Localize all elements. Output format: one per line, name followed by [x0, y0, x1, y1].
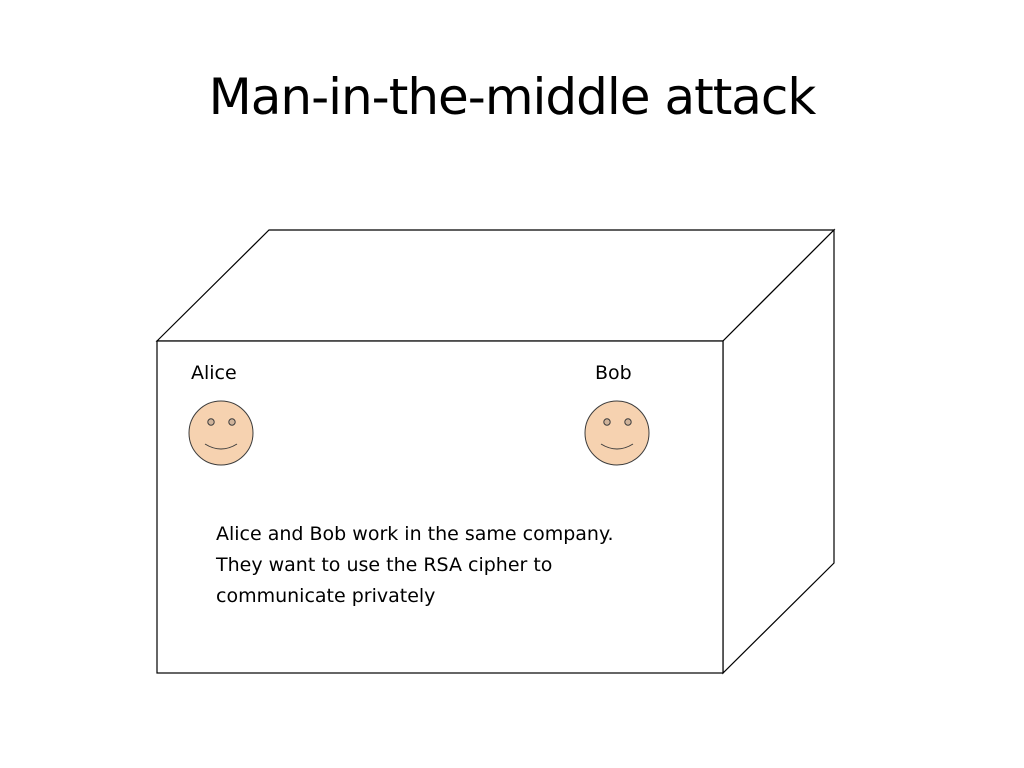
caption-line-1: Alice and Bob work in the same company. — [216, 523, 614, 545]
slide-title: Man-in-the-middle attack — [208, 68, 817, 126]
bob-smiley-face-icon — [584, 400, 650, 466]
box-top-face — [155, 229, 836, 342]
right-eye — [228, 418, 236, 426]
face-circle — [584, 400, 650, 466]
left-eye — [603, 418, 611, 426]
smile — [600, 443, 634, 450]
smile — [204, 443, 238, 450]
right-eye — [624, 418, 632, 426]
bob-label: Bob — [595, 362, 632, 384]
caption-line-3: communicate privately — [216, 585, 436, 607]
alice-smiley-face-icon — [188, 400, 254, 466]
caption-line-2: They want to use the RSA cipher to — [216, 554, 553, 576]
left-eye — [207, 418, 215, 426]
alice-label: Alice — [191, 362, 237, 384]
scenario-caption: Alice and Bob work in the same company. … — [216, 519, 686, 612]
face-circle — [188, 400, 254, 466]
box-front-face — [156, 340, 724, 674]
